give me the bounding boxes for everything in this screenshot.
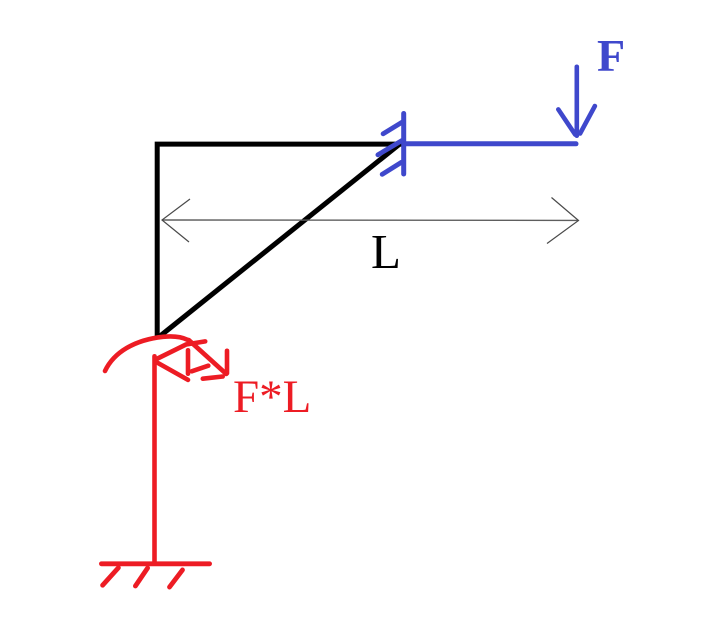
- svg-text:L: L: [371, 224, 401, 279]
- svg-text:F*L: F*L: [233, 371, 311, 423]
- svg-text:F: F: [597, 30, 625, 81]
